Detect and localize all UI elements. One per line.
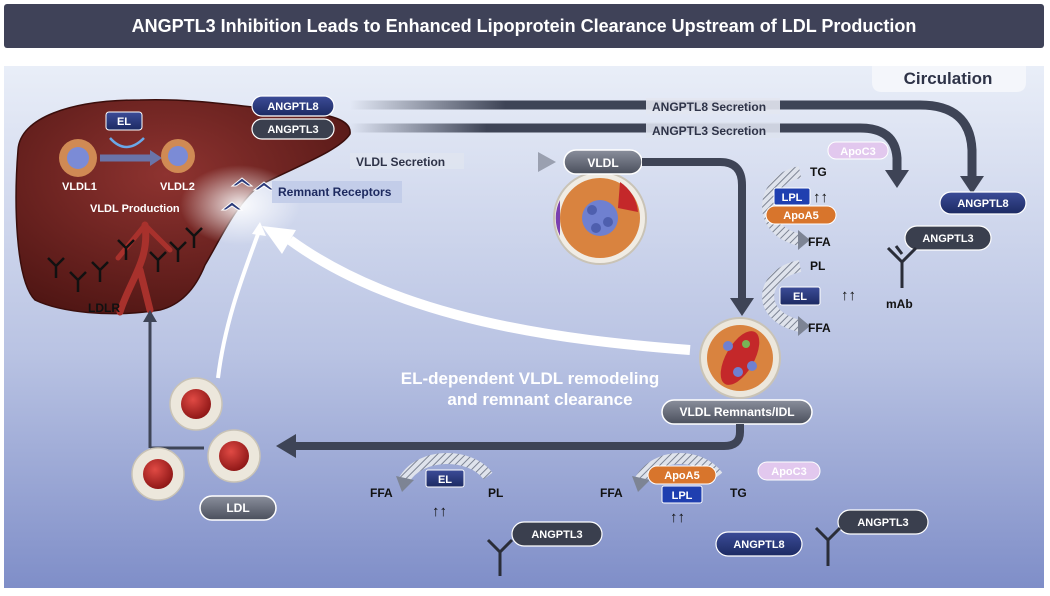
liver-angptl3-tag — [251, 118, 335, 140]
vldl2-label: VLDL2 — [160, 181, 195, 193]
bottom-lpl-ffa: FFA — [600, 486, 623, 500]
el-arc — [109, 137, 145, 149]
bottom-lpl-box — [661, 485, 703, 504]
bottom-el-pl: PL — [488, 486, 503, 500]
vldl1-label: VLDL1 — [62, 181, 97, 193]
receptor-glow — [180, 165, 300, 245]
angptl3-secretion-label: ANGPTL3 Secretion — [652, 124, 766, 138]
vldl-production-label: VLDL Production — [90, 203, 180, 215]
ldl-particle-2 — [207, 429, 261, 483]
angptl8-secretion-label: ANGPTL8 Secretion — [652, 100, 766, 114]
top-tg-label: TG — [810, 165, 827, 179]
vldl-label: VLDL — [587, 156, 618, 170]
bottom-lpl-text: LPL — [672, 490, 693, 502]
top-lpl-arrows: ↑↑ — [813, 189, 828, 206]
angptl3-secretion-arrow — [350, 123, 902, 172]
remnant-particle — [699, 317, 781, 399]
liver-el-label: EL — [117, 116, 131, 128]
right-mab-icon — [886, 245, 918, 288]
angptl8-secretion-arrow — [350, 100, 977, 180]
remnant-receptor-shapes — [220, 177, 276, 211]
vldl1-particle — [59, 139, 97, 177]
bottom-el-arrows: ↑↑ — [432, 503, 447, 520]
right-angptl8-text: ANGPTL8 — [957, 198, 1008, 210]
bottom-apoa5-pill — [647, 465, 717, 485]
circulation-tab — [872, 66, 1026, 92]
bottom-el-ffa: FFA — [370, 486, 393, 500]
bottom-angptl3-right-pill — [837, 509, 929, 535]
right-angptl3-pill — [904, 225, 992, 251]
top-apoc3-pill — [827, 141, 889, 160]
ldlr-label: LDLR — [88, 301, 120, 315]
vldl-secretion-label: VLDL Secretion — [356, 155, 445, 169]
top-lpl-text: LPL — [782, 192, 803, 204]
right-angptl3-text: ANGPTL3 — [922, 233, 973, 245]
bottom-angptl8-pill — [715, 531, 803, 557]
remodeling-line1: EL-dependent VLDL remodeling — [401, 369, 659, 388]
bottom-el-arrow — [399, 453, 493, 484]
bottom-right-mab-icon — [814, 526, 842, 566]
remnant-to-ldl-arrow — [292, 424, 744, 450]
bottom-apoa5-text: ApoA5 — [664, 470, 699, 482]
remnant-receptors-box — [272, 181, 402, 203]
remnant-receptors-label: Remnant Receptors — [278, 185, 392, 199]
mid-el-text: EL — [793, 291, 807, 303]
bottom-angptl3-left-pill — [511, 521, 603, 547]
circulation-label: Circulation — [904, 69, 993, 88]
ldl-particle-3 — [131, 447, 185, 501]
liver-angptl8-tag — [251, 95, 335, 117]
top-apoc3-text: ApoC3 — [840, 146, 875, 158]
bottom-el-text: EL — [438, 474, 452, 486]
vldl2-particle — [161, 139, 195, 173]
bottom-lpl-arrows: ↑↑ — [670, 509, 685, 526]
liver-el-box — [105, 111, 143, 131]
bottom-apoc3-text: ApoC3 — [771, 466, 806, 478]
vldl-to-remnant-arrow — [642, 158, 746, 300]
top-apoa5-pill — [765, 205, 837, 225]
remnants-label: VLDL Remnants/IDL — [679, 405, 794, 419]
ldl-label: LDL — [226, 501, 249, 515]
bottom-lpl-tg: TG — [730, 486, 747, 500]
bottom-apoc3-pill — [757, 461, 821, 481]
mid-el-box — [779, 286, 821, 306]
mid-ffa-label: FFA — [808, 321, 831, 335]
diagram-title: ANGPTL3 Inhibition Leads to Enhanced Lip… — [131, 16, 917, 36]
bottom-left-mab-icon — [486, 538, 514, 576]
liver-angptl8-text: ANGPTL8 — [267, 101, 318, 113]
ldl-particle-1 — [169, 377, 223, 431]
ldl-clearance-arrow — [216, 233, 260, 379]
top-lpl-box — [773, 187, 811, 206]
ldl-pill — [199, 495, 277, 521]
mab-label: mAb — [886, 297, 913, 311]
bottom-angptl3-left-text: ANGPTL3 — [531, 529, 582, 541]
top-ffa-label: FFA — [808, 235, 831, 249]
bottom-angptl8-text: ANGPTL8 — [733, 539, 784, 551]
top-apoa5-text: ApoA5 — [783, 210, 818, 222]
remnant-clearance-arrow — [287, 235, 691, 355]
vldl-particle — [553, 171, 647, 265]
mid-pl-label: PL — [810, 259, 825, 273]
remodeling-line2: and remnant clearance — [447, 390, 632, 409]
liver-angptl3-text: ANGPTL3 — [267, 124, 318, 136]
title-bar: ANGPTL3 Inhibition Leads to Enhanced Lip… — [4, 4, 1044, 48]
ldlr-receptors — [47, 227, 203, 292]
right-angptl8-pill — [939, 191, 1027, 215]
mid-el-arrow — [762, 260, 802, 332]
mid-el-arrows: ↑↑ — [841, 287, 856, 304]
bottom-angptl3-right-text: ANGPTL3 — [857, 517, 908, 529]
top-lipolysis-arrow — [762, 166, 802, 246]
bottom-el-box — [425, 469, 465, 488]
